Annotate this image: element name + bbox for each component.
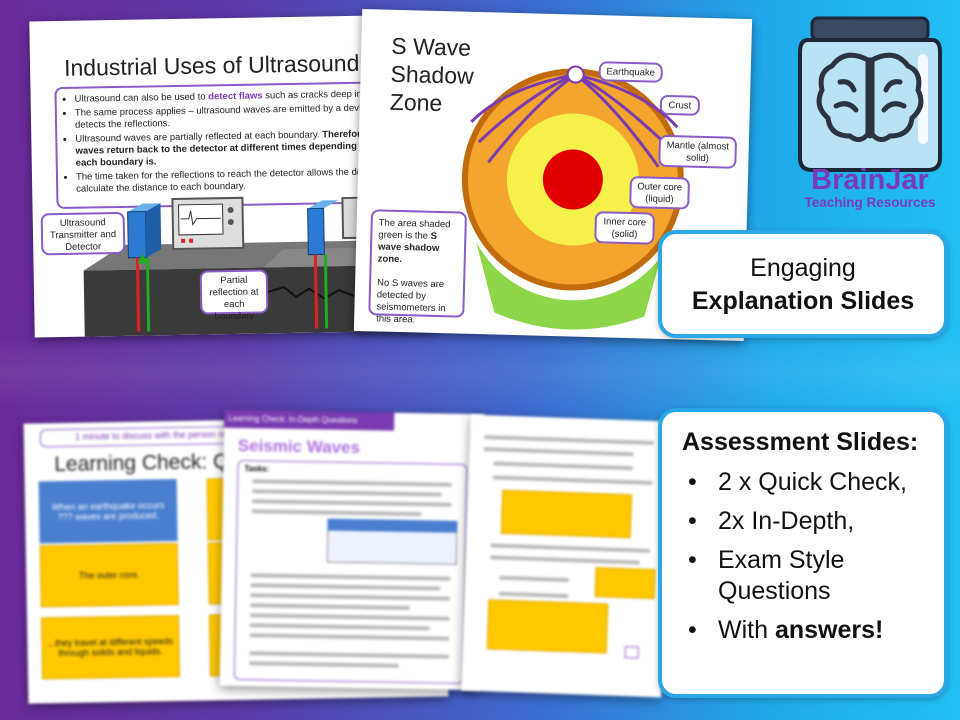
assessment-item: With answers! (682, 615, 934, 646)
answer-box (500, 489, 633, 539)
assessment-item: 2x In-Depth, (682, 506, 934, 537)
assessment-list: 2 x Quick Check, 2x In-Depth, Exam Style… (682, 467, 934, 646)
brainjar-logo-icon (798, 16, 942, 172)
answer-box (486, 599, 609, 654)
slide-header: Learning Check: In-Depth Questions (224, 409, 395, 431)
answer-box: The outer core. (39, 543, 179, 608)
label-crust: Crust (659, 94, 701, 116)
mark-box (624, 646, 639, 659)
slide-title: Learning Check: Qui (54, 449, 246, 477)
callout-transmitter: Ultrasound Transmitter and Detector (40, 211, 126, 256)
assessment-item: 2 x Quick Check, (682, 467, 934, 498)
assessment-heading: Assessment Slides: (682, 428, 919, 456)
callout-partial-reflection: Partial reflection at each boundary (199, 269, 269, 322)
brand-subtitle: Teaching Resources (804, 195, 936, 210)
brand-text: BrainJar Teaching Resources (790, 165, 950, 210)
answer-box: ...they travel at different speeds throu… (40, 615, 181, 680)
slide-title: Seismic Waves (237, 435, 361, 458)
answer-box (594, 567, 656, 600)
label-mantle: Mantle (almost solid) (658, 134, 738, 169)
assessment-slides-box: Assessment Slides: 2 x Quick Check, 2x I… (658, 408, 948, 698)
engaging-line1: Engaging (750, 254, 856, 282)
slide-s-wave-shadow-zone: S Wave Shadow Zone Earthquake Crust Mant… (353, 8, 753, 342)
brand-name: BrainJar (811, 164, 929, 196)
slide-exam-questions (461, 414, 671, 698)
background-band (0, 335, 960, 410)
label-earthquake: Earthquake (598, 61, 663, 83)
engaging-line2: Explanation Slides (691, 287, 915, 315)
engaging-slides-box: Engaging Explanation Slides (658, 230, 948, 338)
slide-seismic-waves-in-depth: Learning Check: In-Depth Questions Seism… (219, 409, 485, 691)
question-box: When an earthquake occurs ??? waves are … (38, 479, 178, 544)
tasks-panel: Tasks: (233, 459, 468, 684)
shadow-zone-note: The area shaded green is the S wave shad… (368, 209, 468, 325)
label-outer-core: Outer core (liquid) (629, 176, 690, 210)
ultrasound-diagram (83, 196, 395, 338)
slide-industrial-ultrasound: Industrial Uses of Ultrasound Ultrasound… (29, 14, 435, 338)
label-inner-core: Inner core (solid) (594, 211, 656, 245)
assessment-item: Exam Style Questions (682, 545, 934, 607)
